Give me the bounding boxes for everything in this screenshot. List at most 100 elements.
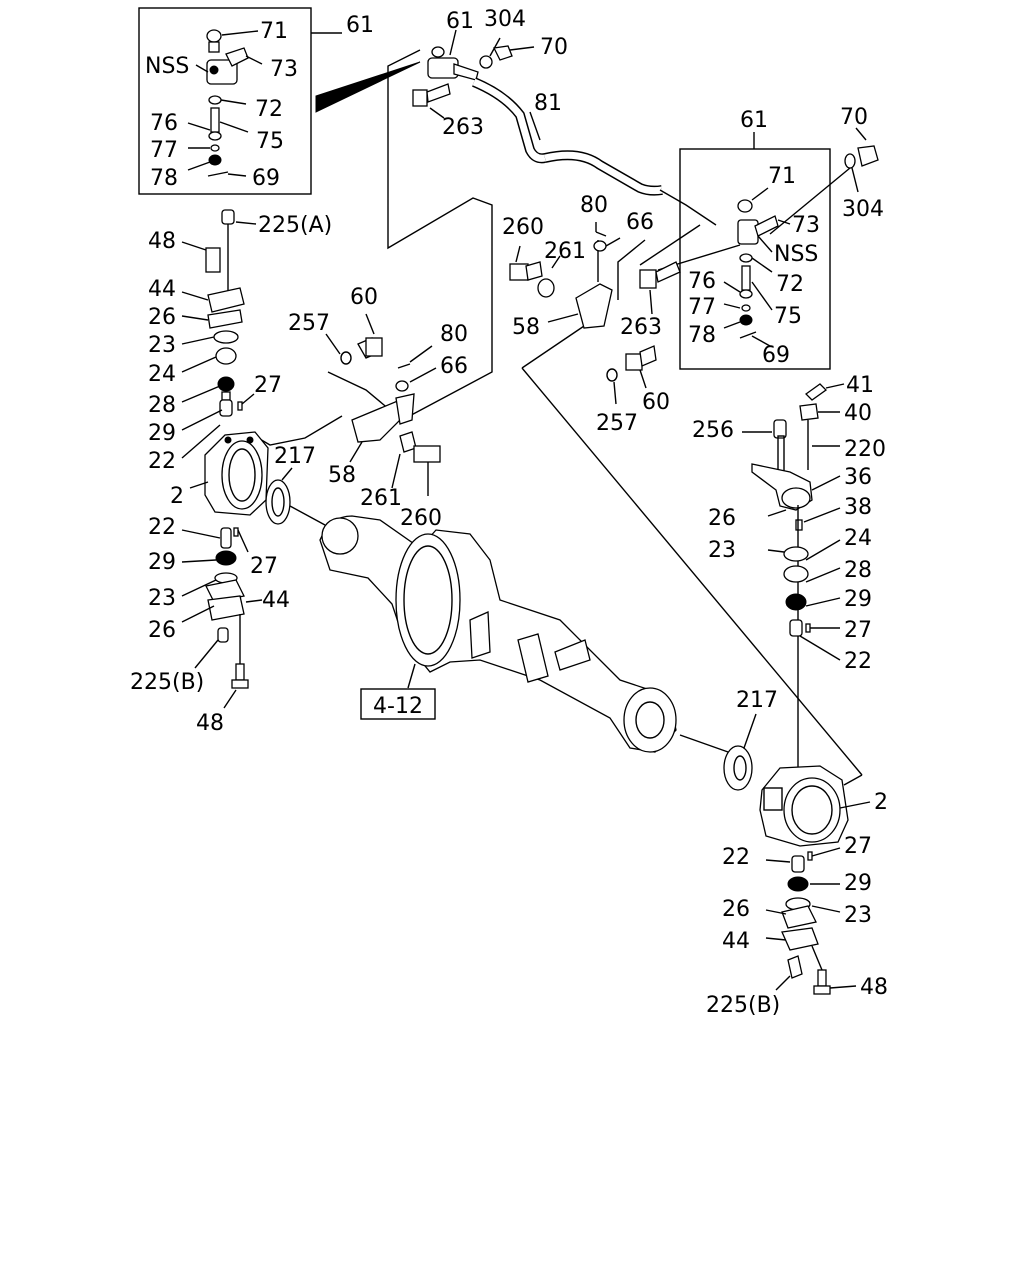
label-58: 58 bbox=[512, 315, 540, 340]
label-40: 40 bbox=[844, 401, 872, 426]
label-27: 27 bbox=[250, 554, 278, 579]
label-29: 29 bbox=[844, 587, 872, 612]
right-bracket-group bbox=[509, 222, 657, 405]
label-27: 27 bbox=[844, 618, 872, 643]
label-26: 26 bbox=[722, 897, 750, 922]
detail-inset-right bbox=[639, 127, 879, 370]
callout-labels: 71 61 61 304 70 NSS 73 72 76 75 77 78 69… bbox=[130, 7, 888, 1018]
label-22: 22 bbox=[148, 515, 176, 540]
label-nss: NSS bbox=[145, 54, 189, 79]
reference-box[interactable]: 4-12 bbox=[360, 688, 436, 720]
label-75: 75 bbox=[774, 304, 802, 329]
label-44: 44 bbox=[722, 929, 750, 954]
label-23: 23 bbox=[148, 333, 176, 358]
label-256: 256 bbox=[692, 418, 734, 443]
label-80: 80 bbox=[440, 322, 468, 347]
label-38: 38 bbox=[844, 495, 872, 520]
label-225a: 225(A) bbox=[258, 213, 332, 238]
label-263: 263 bbox=[442, 115, 484, 140]
label-61: 61 bbox=[346, 13, 374, 38]
label-69: 69 bbox=[762, 343, 790, 368]
label-78: 78 bbox=[688, 323, 716, 348]
label-70: 70 bbox=[540, 35, 568, 60]
label-76: 76 bbox=[150, 111, 178, 136]
callout-wedge bbox=[315, 61, 421, 113]
label-44: 44 bbox=[148, 277, 176, 302]
label-29: 29 bbox=[148, 421, 176, 446]
label-304: 304 bbox=[842, 197, 884, 222]
label-29: 29 bbox=[844, 871, 872, 896]
right-lower-stack bbox=[765, 847, 857, 995]
label-225b: 225(B) bbox=[130, 670, 204, 695]
label-26: 26 bbox=[708, 506, 736, 531]
label-48: 48 bbox=[148, 229, 176, 254]
label-217: 217 bbox=[736, 688, 778, 713]
label-36: 36 bbox=[844, 465, 872, 490]
label-263: 263 bbox=[620, 315, 662, 340]
label-72: 72 bbox=[776, 272, 804, 297]
label-24: 24 bbox=[148, 362, 176, 387]
label-73: 73 bbox=[792, 213, 820, 238]
label-23: 23 bbox=[708, 538, 736, 563]
label-66: 66 bbox=[626, 210, 654, 235]
label-69: 69 bbox=[252, 166, 280, 191]
label-61: 61 bbox=[446, 9, 474, 34]
label-261: 261 bbox=[360, 486, 402, 511]
label-2: 2 bbox=[874, 790, 888, 815]
label-27: 27 bbox=[844, 834, 872, 859]
label-41: 41 bbox=[846, 373, 874, 398]
label-24: 24 bbox=[844, 526, 872, 551]
label-48: 48 bbox=[860, 975, 888, 1000]
label-73: 73 bbox=[270, 57, 298, 82]
label-257: 257 bbox=[288, 311, 330, 336]
label-28: 28 bbox=[844, 558, 872, 583]
label-76: 76 bbox=[688, 269, 716, 294]
axle-housing bbox=[319, 515, 746, 759]
label-81: 81 bbox=[534, 91, 562, 116]
label-75: 75 bbox=[256, 129, 284, 154]
label-66: 66 bbox=[440, 354, 468, 379]
label-217: 217 bbox=[274, 444, 316, 469]
label-48: 48 bbox=[196, 711, 224, 736]
label-225b: 225(B) bbox=[706, 993, 780, 1018]
label-77: 77 bbox=[150, 138, 178, 163]
left-lower-stack bbox=[181, 527, 263, 709]
label-78: 78 bbox=[150, 166, 178, 191]
label-261: 261 bbox=[544, 239, 586, 264]
label-71: 71 bbox=[768, 164, 796, 189]
right-kingpin-stack bbox=[742, 383, 845, 770]
label-61: 61 bbox=[740, 108, 768, 133]
label-77: 77 bbox=[688, 295, 716, 320]
label-257: 257 bbox=[596, 411, 638, 436]
label-60: 60 bbox=[642, 390, 670, 415]
label-22: 22 bbox=[844, 649, 872, 674]
label-70: 70 bbox=[840, 105, 868, 130]
right-knuckle bbox=[723, 713, 871, 847]
left-knuckle bbox=[189, 431, 326, 526]
label-22: 22 bbox=[722, 845, 750, 870]
label-27: 27 bbox=[254, 373, 282, 398]
label-71: 71 bbox=[260, 19, 288, 44]
label-44: 44 bbox=[262, 588, 290, 613]
label-60: 60 bbox=[350, 285, 378, 310]
left-kingpin-stack bbox=[181, 209, 257, 459]
label-80: 80 bbox=[580, 193, 608, 218]
label-2: 2 bbox=[170, 484, 184, 509]
reference-box-label: 4-12 bbox=[373, 694, 423, 719]
label-nss: NSS bbox=[774, 242, 818, 267]
label-58: 58 bbox=[328, 463, 356, 488]
label-28: 28 bbox=[148, 393, 176, 418]
label-29: 29 bbox=[148, 550, 176, 575]
label-260: 260 bbox=[400, 506, 442, 531]
left-bracket-group bbox=[325, 313, 441, 496]
label-26: 26 bbox=[148, 618, 176, 643]
label-260: 260 bbox=[502, 215, 544, 240]
label-22: 22 bbox=[148, 449, 176, 474]
detail-inset-left bbox=[138, 7, 342, 195]
breather-valve-assembly bbox=[412, 29, 663, 196]
label-72: 72 bbox=[255, 97, 283, 122]
label-304: 304 bbox=[484, 7, 526, 32]
label-26: 26 bbox=[148, 305, 176, 330]
label-23: 23 bbox=[844, 903, 872, 928]
